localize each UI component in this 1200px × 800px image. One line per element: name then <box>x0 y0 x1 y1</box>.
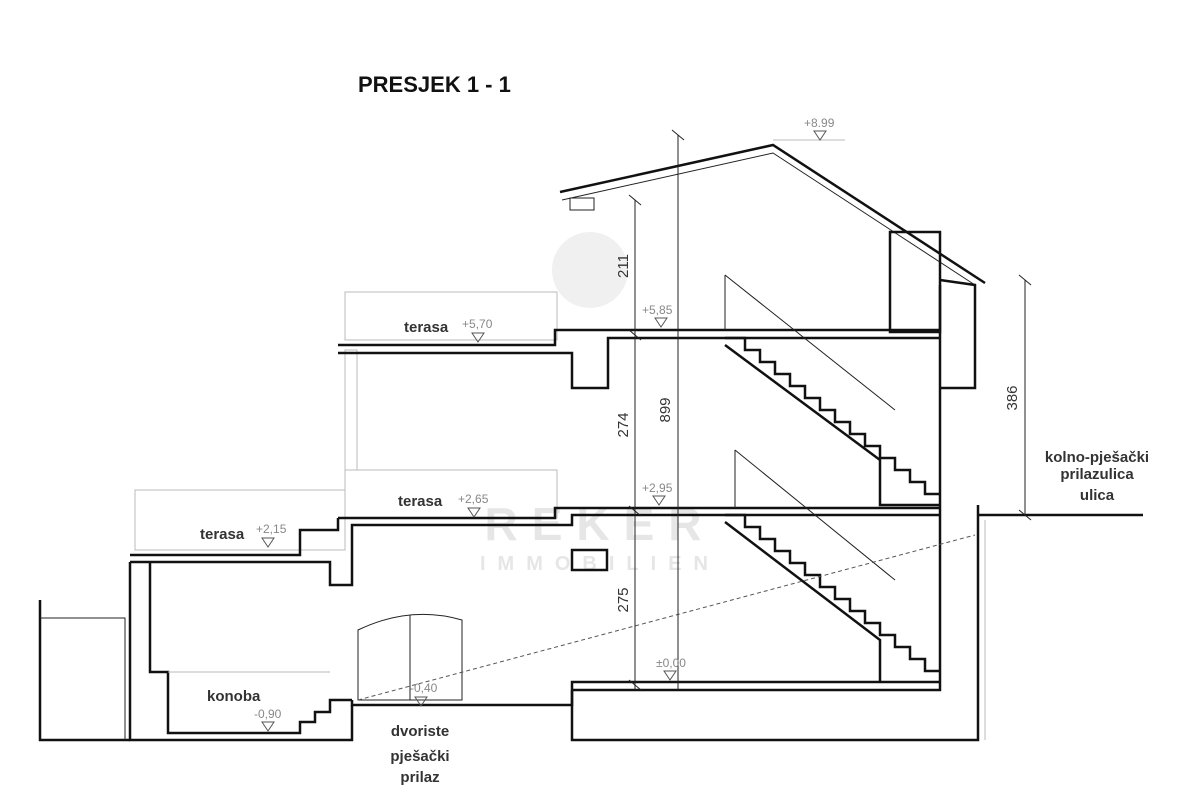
level-upper-floor: +5,85 <box>642 303 673 317</box>
level-markers <box>261 130 827 732</box>
label-kolno-pjesacki: kolno-pješački <box>1045 449 1149 466</box>
dimension-211: 211 <box>615 254 632 278</box>
label-terasa-lower: terasa <box>200 526 245 543</box>
level-upper-terrace: +5,70 <box>462 317 493 331</box>
label-pjesacki: pješački <box>390 748 449 765</box>
level-middle-terrace: +2,65 <box>458 492 489 506</box>
dimension-386: 386 <box>1004 385 1021 410</box>
dimension-899: 899 <box>657 397 674 422</box>
level-lower-terrace: +2,15 <box>256 522 287 536</box>
balustrades <box>134 291 558 551</box>
level-ground: ±0,00 <box>656 656 686 670</box>
label-terasa-upper: terasa <box>404 319 449 336</box>
roof <box>559 139 986 286</box>
level-konoba: -0,90 <box>254 707 282 721</box>
level-middle-floor: +2,95 <box>642 481 673 495</box>
structure <box>38 230 1143 742</box>
label-dvoriste: dvoriste <box>391 723 449 740</box>
label-prilazulica: prilazulica <box>1060 466 1134 483</box>
label-terasa-middle: terasa <box>398 493 443 510</box>
level-yard: -0,40 <box>410 681 438 695</box>
dimension-275: 275 <box>615 587 632 612</box>
dimension-lines <box>628 129 1032 691</box>
watermark: REKER IMMOBILIEN <box>480 232 720 575</box>
dimension-274: 274 <box>615 412 632 437</box>
level-ridge: +8.99 <box>804 116 835 130</box>
watermark-subtext: IMMOBILIEN <box>480 553 720 575</box>
label-konoba: konoba <box>207 688 261 705</box>
drawing-title: PRESJEK 1 - 1 <box>358 72 511 97</box>
label-prilaz: prilaz <box>400 769 439 786</box>
label-ulica: ulica <box>1080 487 1115 504</box>
